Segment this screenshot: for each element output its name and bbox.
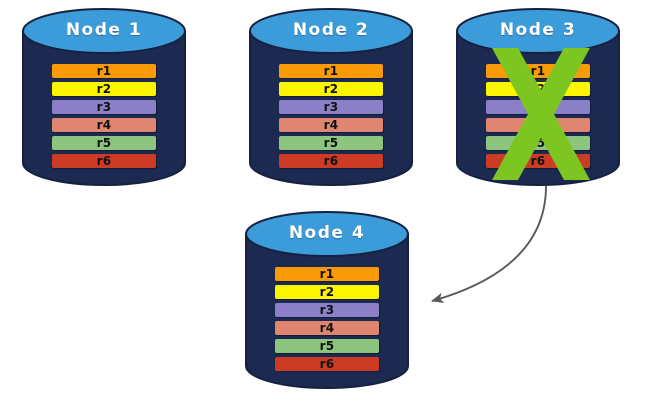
record-label: r5 bbox=[530, 136, 546, 150]
record-label: r4 bbox=[96, 118, 112, 132]
cylinder-top-ellipse bbox=[249, 8, 413, 54]
record-bar-r1[interactable]: r1 bbox=[275, 267, 379, 281]
record-label: r3 bbox=[96, 100, 112, 114]
record-bar-r5[interactable]: r5 bbox=[275, 339, 379, 353]
record-list: r1 r2 r3 r4 r5 r6 bbox=[456, 64, 620, 168]
record-label: r3 bbox=[319, 303, 335, 317]
record-label: r5 bbox=[323, 136, 339, 150]
record-bar-r1[interactable]: r1 bbox=[486, 64, 590, 78]
record-bar-r5[interactable]: r5 bbox=[52, 136, 156, 150]
record-bar-r4[interactable]: r4 bbox=[275, 321, 379, 335]
record-label: r5 bbox=[319, 339, 335, 353]
record-bar-r3[interactable]: r3 bbox=[275, 303, 379, 317]
record-bar-r4[interactable]: r4 bbox=[52, 118, 156, 132]
record-label: r3 bbox=[323, 100, 339, 114]
replication-arrow-path bbox=[431, 185, 547, 303]
record-label: r6 bbox=[530, 154, 546, 168]
cylinder-top-ellipse bbox=[456, 8, 620, 54]
record-list: r1 r2 r3 r4 r5 r6 bbox=[249, 64, 413, 168]
record-label: r6 bbox=[96, 154, 112, 168]
record-bar-r1[interactable]: r1 bbox=[279, 64, 383, 78]
record-bar-r2[interactable]: r2 bbox=[486, 82, 590, 96]
cylinder-top-ellipse bbox=[22, 8, 186, 54]
record-bar-r6[interactable]: r6 bbox=[275, 357, 379, 371]
record-bar-r5[interactable]: r5 bbox=[279, 136, 383, 150]
record-bar-r1[interactable]: r1 bbox=[52, 64, 156, 78]
record-list: r1 r2 r3 r4 r5 r6 bbox=[245, 267, 409, 371]
record-label: r2 bbox=[530, 82, 546, 96]
record-bar-r4[interactable]: r4 bbox=[486, 118, 590, 132]
record-bar-r2[interactable]: r2 bbox=[275, 285, 379, 299]
record-label: r1 bbox=[319, 267, 335, 281]
record-label: r2 bbox=[96, 82, 112, 96]
record-label: r4 bbox=[323, 118, 339, 132]
record-label: r1 bbox=[323, 64, 339, 78]
record-label: r2 bbox=[319, 285, 335, 299]
record-bar-r3[interactable]: r3 bbox=[279, 100, 383, 114]
record-bar-r2[interactable]: r2 bbox=[279, 82, 383, 96]
record-label: r6 bbox=[323, 154, 339, 168]
record-bar-r6[interactable]: r6 bbox=[52, 154, 156, 168]
record-bar-r6[interactable]: r6 bbox=[486, 154, 590, 168]
record-label: r3 bbox=[530, 100, 546, 114]
record-label: r2 bbox=[323, 82, 339, 96]
record-label: r4 bbox=[319, 321, 335, 335]
record-bar-r2[interactable]: r2 bbox=[52, 82, 156, 96]
record-label: r4 bbox=[530, 118, 546, 132]
record-bar-r5[interactable]: r5 bbox=[486, 136, 590, 150]
record-bar-r3[interactable]: r3 bbox=[52, 100, 156, 114]
record-bar-r6[interactable]: r6 bbox=[279, 154, 383, 168]
record-bar-r4[interactable]: r4 bbox=[279, 118, 383, 132]
record-label: r6 bbox=[319, 357, 335, 371]
record-label: r5 bbox=[96, 136, 112, 150]
record-bar-r3[interactable]: r3 bbox=[486, 100, 590, 114]
record-label: r1 bbox=[530, 64, 546, 78]
record-list: r1 r2 r3 r4 r5 r6 bbox=[22, 64, 186, 168]
record-label: r1 bbox=[96, 64, 112, 78]
cylinder-top-ellipse bbox=[245, 211, 409, 257]
